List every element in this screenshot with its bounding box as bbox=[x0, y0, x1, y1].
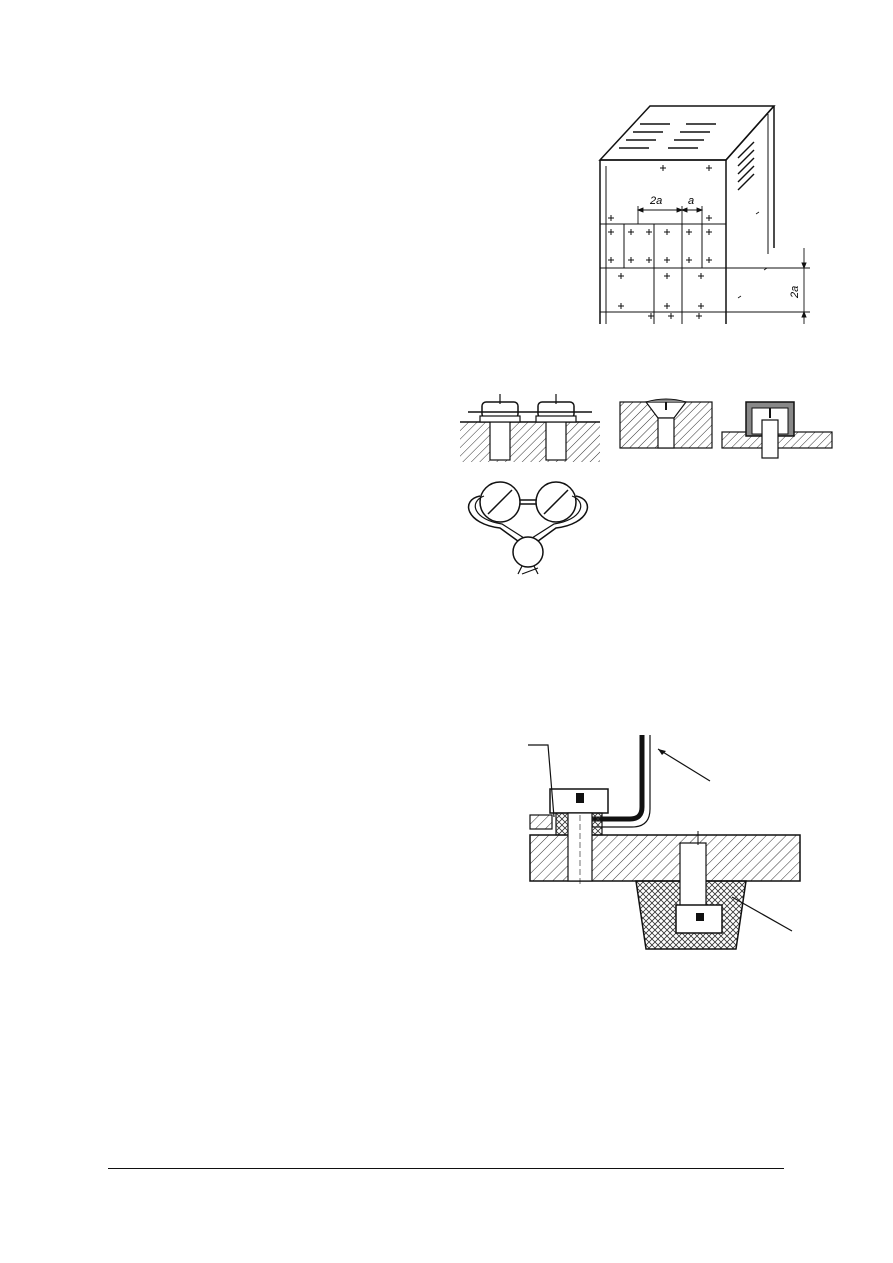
dimension-label-a: a bbox=[688, 195, 694, 207]
screw-securing-drawing bbox=[460, 394, 833, 575]
sealed-cover-section-drawing bbox=[528, 735, 801, 950]
housing-panel-drawing: 2a a 2a bbox=[598, 105, 810, 324]
footer-rule bbox=[108, 1168, 784, 1169]
dimension-label-2a-top: 2a bbox=[649, 195, 662, 207]
dimension-label-2a-side: 2a bbox=[789, 286, 801, 299]
